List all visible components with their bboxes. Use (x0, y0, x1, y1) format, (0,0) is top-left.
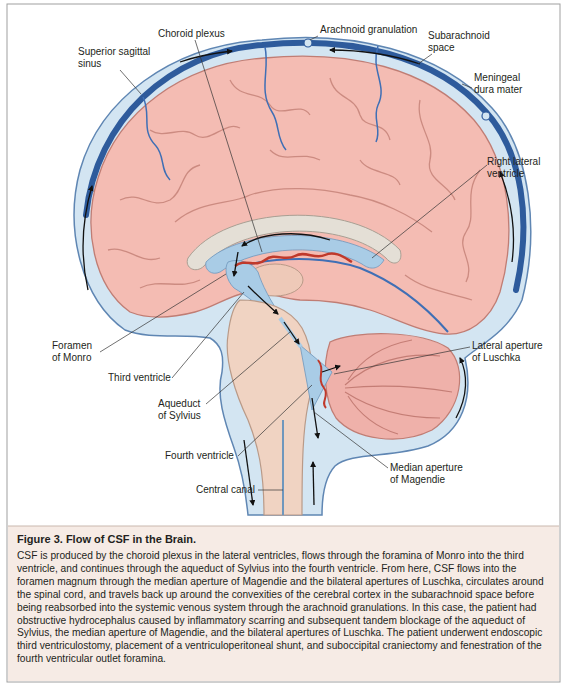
leader-line (314, 412, 388, 468)
cortical-vein (143, 97, 170, 180)
part-label: Right lateral ventricle (487, 156, 549, 179)
cerebellar-folia (345, 355, 440, 385)
cerebellar-folia (348, 396, 398, 434)
flow-arrow (500, 172, 514, 262)
aqueduct (280, 318, 301, 347)
leader-line (238, 385, 312, 456)
brainstem (227, 300, 312, 515)
leader-line (372, 165, 487, 258)
choroid-plexus (318, 360, 326, 408)
flow-arrow (330, 50, 420, 64)
part-label: Third ventricle (108, 372, 198, 384)
flow-arrow (83, 186, 92, 290)
flow-arrow (248, 286, 278, 314)
leader-line (206, 332, 290, 404)
leader-line (172, 292, 244, 378)
flow-arrow (456, 358, 466, 418)
flow-arrow (242, 234, 330, 246)
figure-caption: CSF is produced by the choroid plexus in… (17, 550, 549, 666)
leader-line (334, 347, 470, 374)
caption-band (8, 526, 559, 681)
flow-arrow (322, 366, 340, 372)
part-label: Aqueduct of Sylvius (158, 398, 208, 421)
cerebrum (91, 56, 509, 334)
figure-title: Figure 3. Flow of CSF in the Brain. (17, 533, 549, 546)
leader-line (100, 274, 226, 352)
gyrus-line (140, 280, 200, 288)
leader-line (195, 40, 262, 252)
flow-arrow (284, 322, 299, 344)
part-label: Subarachnoid space (428, 30, 498, 53)
gyrus-line (360, 160, 400, 185)
gyrus-line (419, 100, 455, 200)
arachnoid-granulation (482, 112, 490, 120)
flow-arrow (234, 252, 238, 276)
figure-frame (7, 4, 560, 682)
gyrus-line (150, 126, 240, 137)
leader-line (120, 70, 141, 94)
cortical-vein (376, 46, 381, 142)
part-label: Choroid plexus (158, 28, 248, 40)
choroid-plexus (235, 253, 352, 266)
cerebellum (325, 334, 459, 439)
fourth-ventricle (300, 345, 332, 410)
part-label: Fourth ventricle (165, 450, 255, 462)
part-label: Foramen of Monro (52, 340, 102, 363)
central-canal (282, 420, 284, 515)
gyrus-line (405, 275, 472, 300)
flow-arrow (244, 440, 253, 505)
part-label: Central canal (196, 484, 276, 496)
flow-arrow (313, 462, 314, 505)
part-label: Superior sagittal sinus (78, 46, 162, 69)
cerebellar-folia (345, 392, 440, 418)
cortical-vein (265, 47, 286, 150)
gyrus-line (108, 249, 160, 259)
cerebellar-folia (348, 340, 412, 380)
gyrus-line (463, 170, 480, 282)
gyrus-line (120, 165, 200, 203)
part-label: Median aperture of Magendie (390, 462, 468, 485)
cerebellar-folia (345, 386, 452, 392)
arachnoid-granulation (304, 39, 312, 47)
flow-arrow (312, 398, 318, 438)
gyrus-line (270, 150, 320, 160)
caption-rule (8, 526, 559, 527)
leader-line (462, 84, 472, 88)
leader-line (258, 490, 283, 491)
part-label: Meningeal dura mater (474, 72, 534, 95)
part-label: Lateral aperture of Luschka (472, 340, 548, 363)
meninges-outline (74, 38, 530, 515)
leader-line (418, 54, 432, 64)
leader-line (310, 36, 318, 40)
flow-arrow (180, 51, 232, 62)
